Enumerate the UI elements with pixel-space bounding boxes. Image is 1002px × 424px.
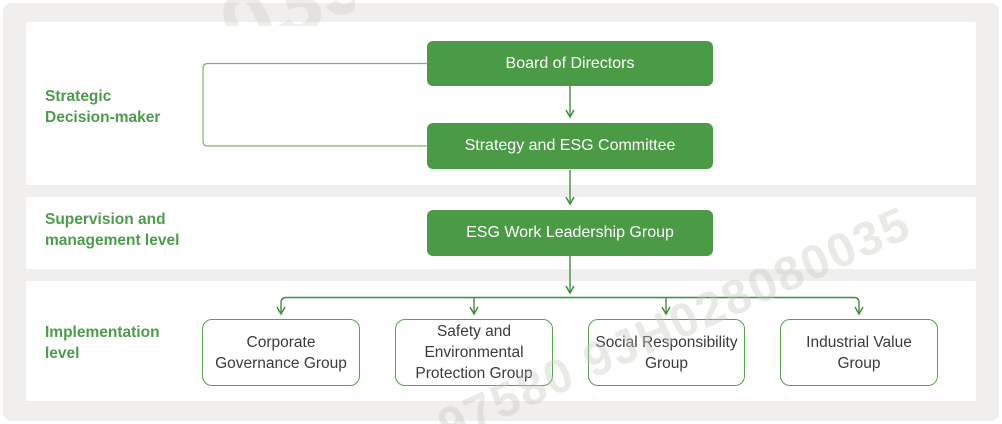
node-corporate-governance-group: Corporate Governance Group bbox=[202, 319, 360, 386]
label-strategic-decision-maker: Strategic Decision-maker bbox=[45, 88, 161, 126]
node-strategy-esg-committee: Strategy and ESG Committee bbox=[427, 123, 713, 169]
node-social-responsibility-group: Social Responsibility Group bbox=[588, 319, 745, 386]
label-supervision-management-level: Supervision and management level bbox=[45, 211, 180, 249]
node-industrial-value-group: Industrial Value Group bbox=[780, 319, 938, 386]
label-implementation-level: Implementation level bbox=[45, 324, 160, 362]
node-safety-environmental-protection-group: Safety and Environmental Protection Grou… bbox=[395, 319, 553, 386]
node-esg-work-leadership-group: ESG Work Leadership Group bbox=[427, 210, 713, 256]
node-board-of-directors: Board of Directors bbox=[427, 41, 713, 86]
